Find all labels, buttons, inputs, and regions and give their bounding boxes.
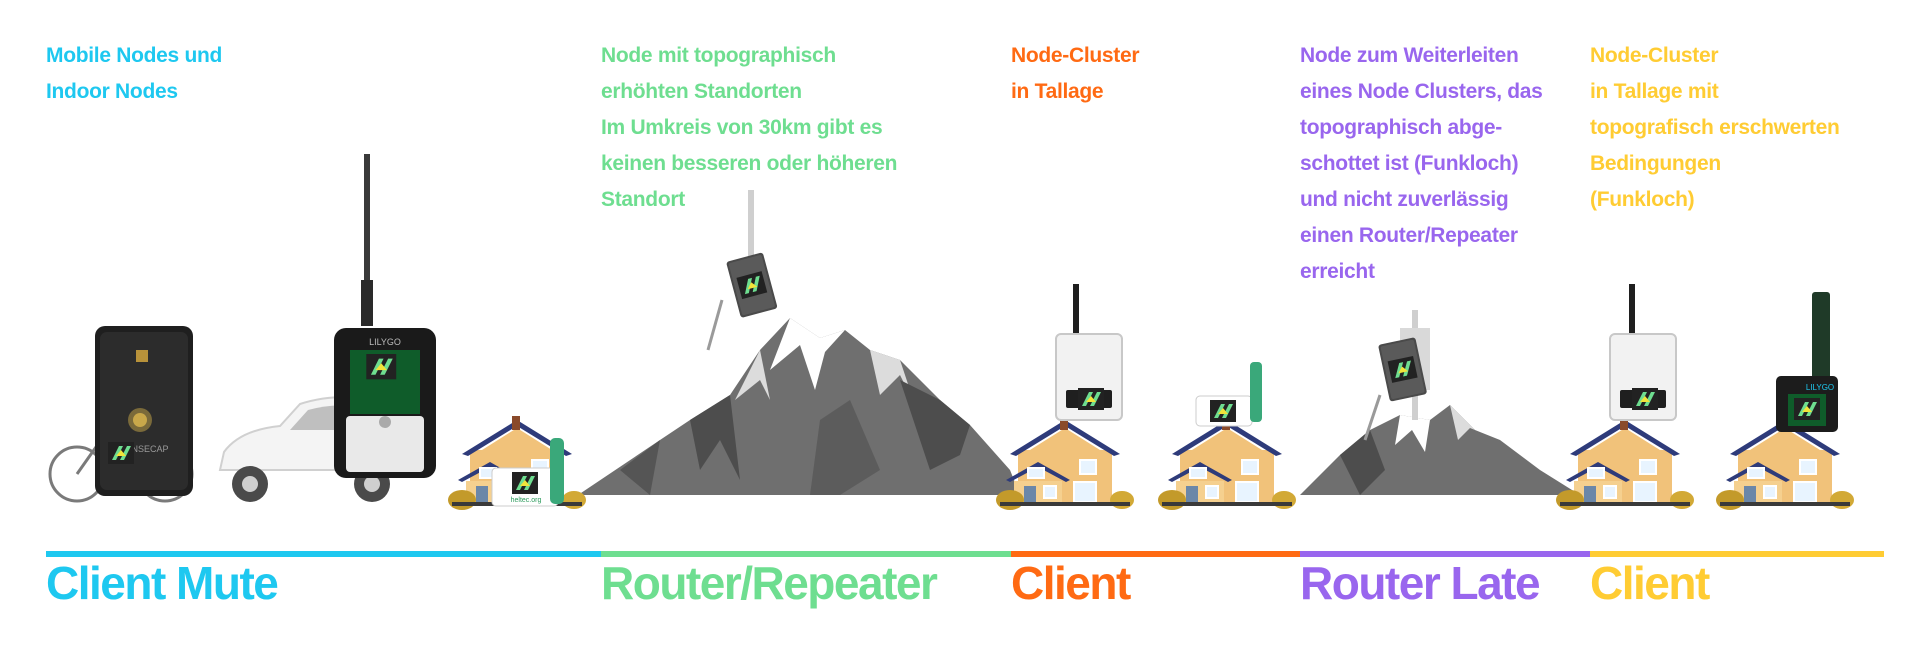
node-logo-icon bbox=[726, 252, 778, 318]
lilygo-tbeam-device: LILYGO bbox=[1776, 292, 1838, 432]
antenna-icon bbox=[1812, 292, 1830, 382]
antenna-icon bbox=[364, 154, 370, 324]
desc-line: Node-Cluster bbox=[1011, 44, 1140, 67]
antenna-icon bbox=[1629, 284, 1635, 340]
house-icon bbox=[995, 415, 1135, 511]
lilygo-device: LILYGO bbox=[334, 154, 436, 478]
desc-line: topografisch erschwerten bbox=[1590, 116, 1840, 139]
role-client-yellow: Client bbox=[1590, 557, 1710, 609]
desc-line: Bedingungen bbox=[1590, 152, 1721, 175]
sensecap-device: SENSECAP bbox=[95, 326, 193, 496]
rak-device bbox=[1055, 284, 1123, 421]
heltec-device: heltec.org bbox=[491, 438, 564, 507]
desc-line: eines Node Clusters, das bbox=[1300, 80, 1543, 103]
desc-line: Node mit topographisch bbox=[601, 44, 836, 67]
role-router-late: Router Late bbox=[1300, 557, 1541, 609]
sensecap-label: SENSECAP bbox=[119, 444, 168, 454]
antenna-icon bbox=[748, 190, 754, 300]
desc-line: und nicht zuverlässig bbox=[1300, 188, 1509, 211]
role-client-orange: Client bbox=[1011, 557, 1131, 609]
antenna-icon bbox=[1073, 284, 1079, 340]
desc-line: Node zum Weiterleiten bbox=[1300, 44, 1519, 67]
desc-router-repeater: Node mit topographisch erhöhten Standort… bbox=[601, 38, 898, 218]
mountain-icon bbox=[1300, 405, 1580, 495]
mountain-icon bbox=[578, 318, 1020, 495]
desc-line: (Funkloch) bbox=[1590, 188, 1695, 211]
desc-line: erhöhten Standorten bbox=[601, 80, 802, 103]
heltec-label: heltec.org bbox=[511, 497, 542, 504]
desc-line: keinen besseren oder höheren bbox=[601, 152, 898, 175]
lilygo-label: LILYGO bbox=[369, 337, 401, 347]
desc-line: Im Umkreis von 30km gibt es bbox=[601, 116, 883, 139]
rule-router-repeater bbox=[601, 551, 1011, 557]
desc-line: in Tallage mit bbox=[1590, 80, 1719, 103]
desc-line: Mobile Nodes und bbox=[46, 44, 223, 67]
desc-line: schottet ist (Funkloch) bbox=[1300, 152, 1519, 175]
rule-router-late bbox=[1300, 551, 1590, 557]
desc-line: Indoor Nodes bbox=[46, 80, 178, 103]
role-client-mute: Client Mute bbox=[46, 557, 279, 609]
rule-client-mute bbox=[46, 551, 601, 557]
desc-client-orange: Node-Cluster in Tallage bbox=[1011, 38, 1140, 110]
desc-line: topographisch abge- bbox=[1300, 116, 1502, 139]
role-router-repeater: Router/Repeater bbox=[601, 557, 938, 609]
house-icon bbox=[1157, 415, 1297, 511]
desc-line: Standort bbox=[601, 188, 685, 211]
desc-line: Node-Cluster bbox=[1590, 44, 1719, 67]
rule-client-orange bbox=[1011, 551, 1300, 557]
desc-client-mute: Mobile Nodes und Indoor Nodes bbox=[46, 38, 222, 110]
lilygo-label: LILYGO bbox=[1806, 383, 1834, 392]
desc-line: erreicht bbox=[1300, 260, 1375, 283]
desc-line: in Tallage bbox=[1011, 80, 1104, 103]
house-icon bbox=[1555, 415, 1695, 511]
desc-line: einen Router/Repeater bbox=[1300, 224, 1518, 247]
desc-client-yellow: Node-Cluster in Tallage mit topografisch… bbox=[1590, 38, 1840, 218]
desc-router-late: Node zum Weiterleiten eines Node Cluster… bbox=[1300, 38, 1543, 290]
rule-client-yellow bbox=[1590, 551, 1884, 557]
heltec-device bbox=[1195, 362, 1262, 427]
rak-device bbox=[1609, 284, 1677, 421]
